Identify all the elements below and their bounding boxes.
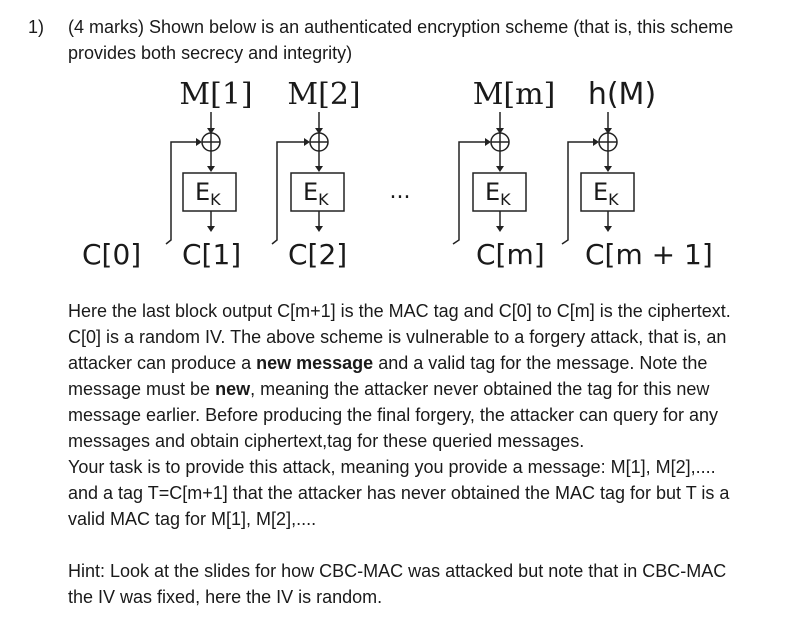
output-label-c0: C[0] (82, 238, 141, 271)
input-label-m1: M[1] (179, 77, 252, 112)
block-cipher-box (472, 172, 527, 212)
chain-stage-m-plus-1: EK (580, 112, 635, 232)
emphasis-new-message: new message (256, 353, 374, 373)
svg-text:EK: EK (303, 178, 329, 209)
input-label-mm: M[m] (473, 77, 556, 112)
body-line: Here the last block output C[m+1] is the… (68, 301, 731, 321)
body-line: message earlier. Before producing the fi… (68, 405, 719, 425)
block-cipher-box (290, 172, 345, 212)
svg-text:EK: EK (593, 178, 619, 209)
chain-stage-2: EK (290, 112, 345, 232)
body-line: attacker can produce a new message and a… (68, 353, 708, 373)
output-label-cm-plus-1: C[m + 1] (585, 238, 713, 271)
output-label-c1: C[1] (182, 238, 241, 271)
body-line: valid MAC tag for M[1], M[2],.... (68, 509, 317, 529)
ellipsis: ... (390, 179, 411, 204)
chain-stage-m: EK (472, 112, 527, 232)
svg-text:EK: EK (195, 178, 221, 209)
body-line: C[0] is a random IV. The above scheme is… (68, 327, 727, 347)
question-heading-line-1: (4 marks) Shown below is an authenticate… (68, 17, 734, 37)
question-heading-line-2: provides both secrecy and integrity) (68, 43, 353, 63)
output-label-c2: C[2] (288, 238, 347, 271)
body-line: messages and obtain ciphertext,tag for t… (68, 431, 585, 451)
spacer (68, 532, 788, 558)
chaining-paths (165, 138, 599, 245)
hint-line: Hint: Look at the slides for how CBC-MAC… (68, 561, 727, 581)
chain-stage-1: EK (182, 112, 237, 232)
encryption-scheme-diagram: M[1] M[2] M[m] h(M) EK EK (82, 77, 713, 271)
block-cipher-box (182, 172, 237, 212)
hint-line: the IV was fixed, here the IV is random. (68, 587, 383, 607)
question-body: Here the last block output C[m+1] is the… (68, 298, 788, 610)
emphasis-new: new (215, 379, 251, 399)
body-line: and a tag T=C[m+1] that the attacker has… (68, 483, 730, 503)
body-line: message must be new, meaning the attacke… (68, 379, 710, 399)
output-label-cm: C[m] (476, 238, 545, 271)
body-line: Your task is to provide this attack, mea… (68, 457, 716, 477)
svg-text:EK: EK (485, 178, 511, 209)
input-label-hm: h(M) (588, 77, 656, 112)
question-number: 1) (28, 17, 45, 37)
input-label-m2: M[2] (287, 77, 360, 112)
